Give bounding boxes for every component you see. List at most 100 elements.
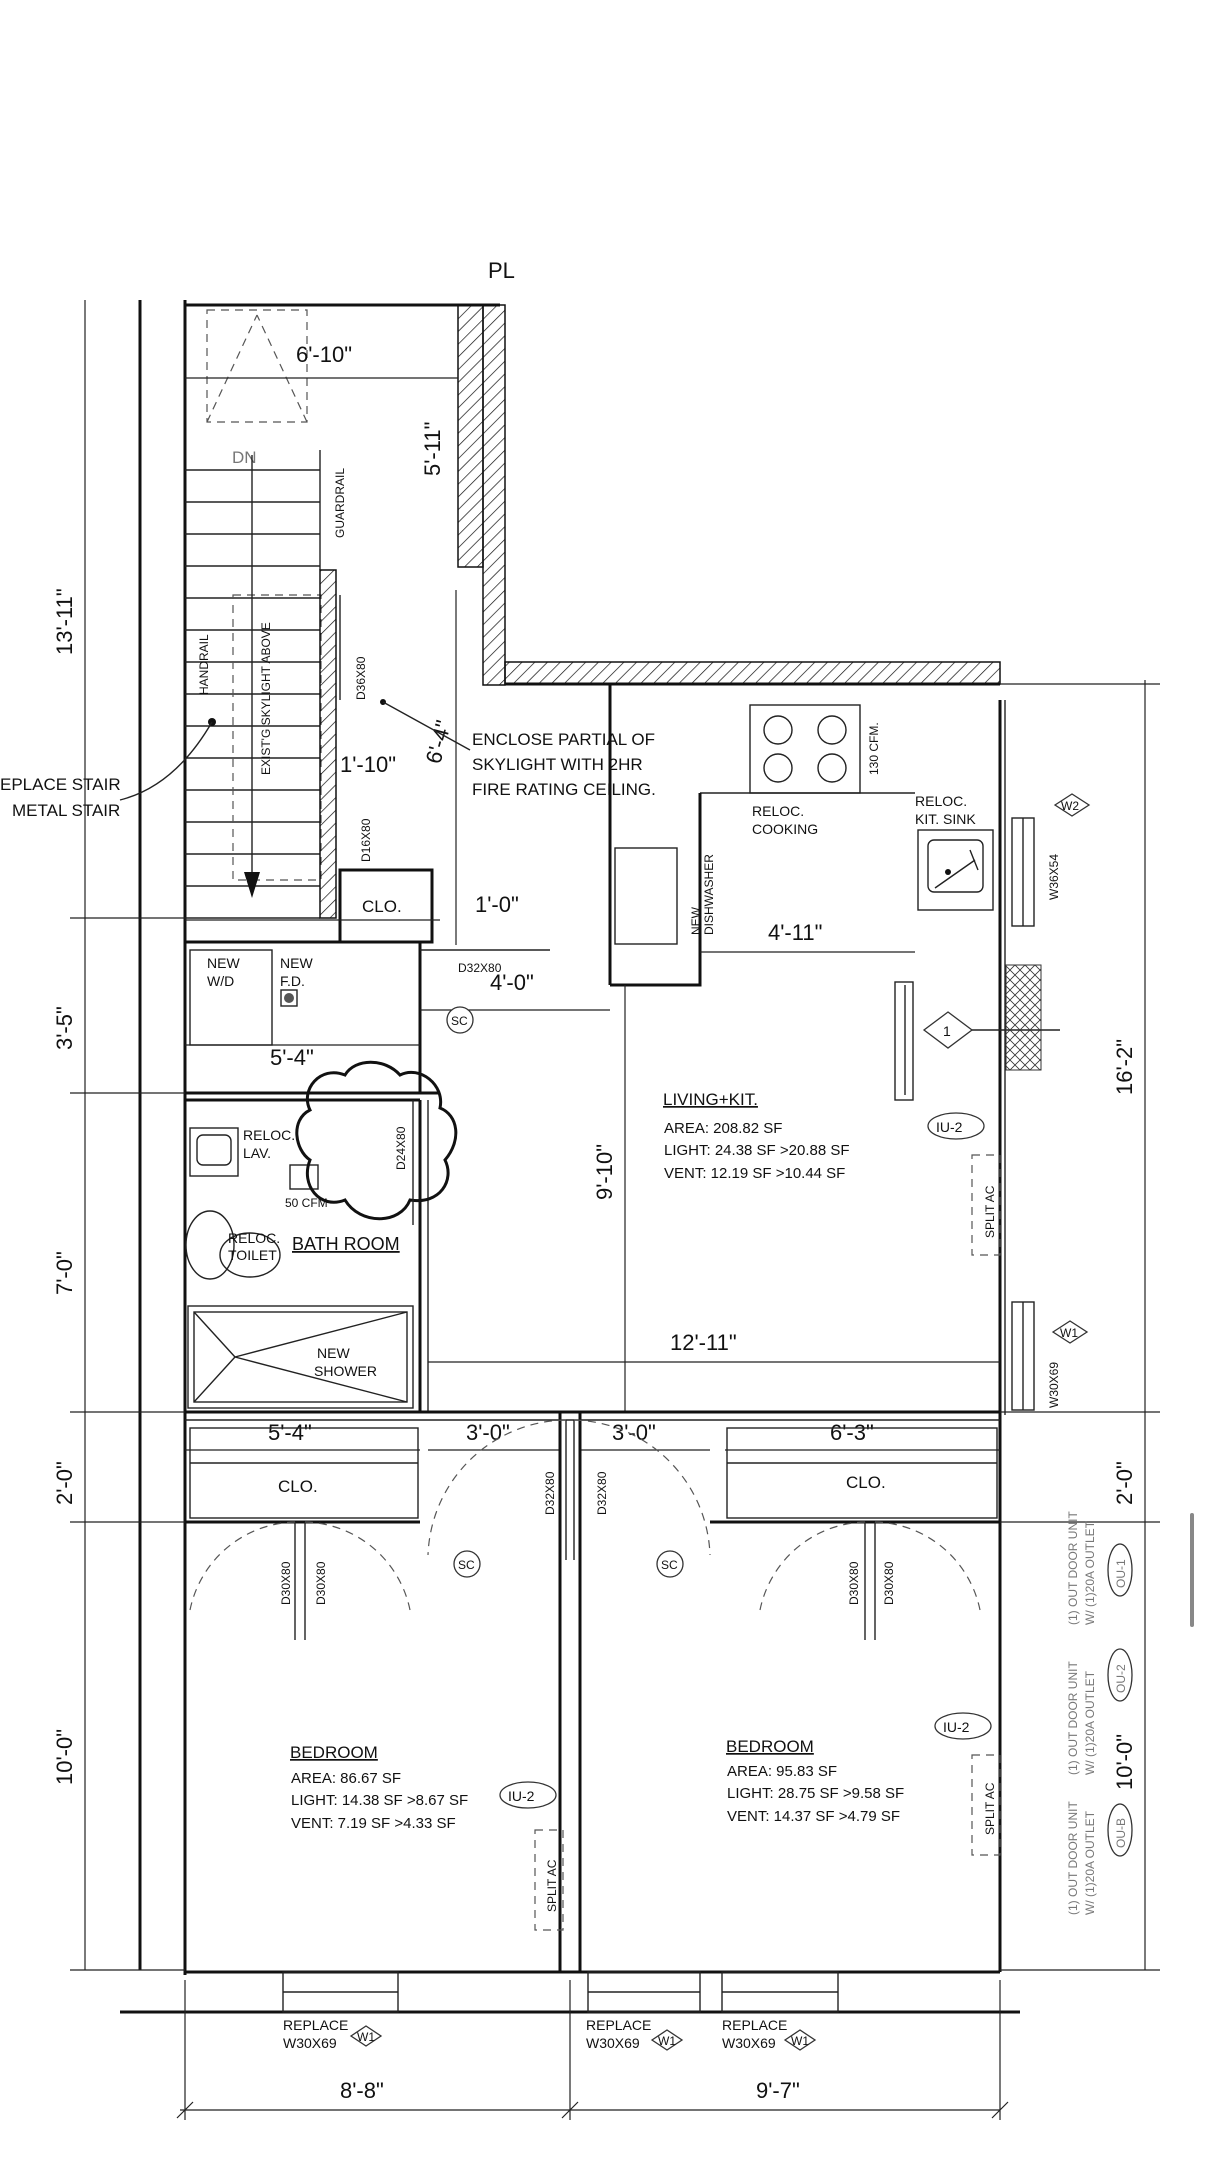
living-room-vent: VENT: 12.19 SF >10.44 SF	[664, 1165, 845, 1182]
reloc-cooking-label-2: COOKING	[752, 821, 818, 837]
kitchen: 130 CFM. RELOC. COOKING NEW DISHWASHER 4…	[608, 684, 994, 1101]
bottom-dimensions: 8'-8" 9'-7"	[176, 1980, 1009, 2120]
w1-tag-right: W1	[1060, 1326, 1078, 1340]
revision-cloud	[295, 1060, 458, 1221]
dim-bottom-right: 9'-7"	[756, 2078, 800, 2103]
dim-stair-top-width: 6'-10"	[296, 342, 352, 367]
bath-room-label: BATH ROOM	[292, 1234, 400, 1254]
reloc-toilet-label-1: RELOC.	[228, 1230, 280, 1246]
reloc-lav-label-2: LAV.	[243, 1145, 271, 1161]
closet-row: 5'-4" 3'-0" 3'-0" 6'-3" CLO. CLO. D32X80…	[185, 1410, 1000, 1972]
laundry-area: CLO. 1'-0" NEW W/D NEW F.D. 5'-4" D32X80…	[185, 868, 610, 1095]
dim-clo-right: 6'-3"	[830, 1420, 874, 1445]
living-room-name: LIVING+KIT.	[663, 1090, 758, 1109]
living-room-area: AREA: 208.82 SF	[664, 1120, 782, 1137]
door-d30-b-label: D30X80	[314, 1561, 328, 1605]
dim-kitchen-island: 4'-11"	[768, 920, 822, 945]
door-d16-label: D16X80	[359, 818, 373, 862]
door-d36-label: D36X80	[354, 656, 368, 700]
outdoor-unit-1-line2: W/ (1)20A OUTLET	[1083, 1520, 1097, 1625]
dim-clo-left: 5'-4"	[268, 1420, 312, 1445]
clo-small-label: CLO.	[362, 897, 402, 916]
door-d32-right-label: D32X80	[595, 1471, 609, 1515]
window-w36x54-label: W36X54	[1047, 854, 1061, 900]
replace-stair-note-2: METAL STAIR	[12, 801, 120, 820]
bedroom-left-light: LIGHT: 14.38 SF >8.67 SF	[291, 1792, 468, 1809]
dim-corridor: 4'-0"	[490, 970, 534, 995]
outdoor-unit-1-line1: (1) OUT DOOR UNIT	[1066, 1511, 1080, 1625]
reloc-toilet-label-2: TOILET	[228, 1247, 277, 1263]
stair-area: 6'-10" 5'-11" DN GUARDRAIL HANDRAIL EXIS	[0, 309, 656, 945]
clo-right-label: CLO.	[846, 1473, 886, 1492]
outdoor-unit-3-line1: (1) OUT DOOR UNIT	[1066, 1801, 1080, 1915]
w1-tag-bottom-3: W1	[791, 2034, 809, 2048]
right-dimensions: 16'-2" 2'-0" 10'-0"	[1000, 680, 1160, 1971]
outdoor-units: (1) OUT DOOR UNIT W/ (1)20A OUTLET OU-1 …	[1066, 1511, 1133, 1915]
dim-clo-small: 1'-0"	[475, 892, 519, 917]
enclose-note-3: FIRE RATING CEILING.	[472, 780, 656, 799]
reloc-sink-label-2: KIT. SINK	[915, 811, 976, 827]
cfm130-label: 130 CFM.	[867, 722, 881, 775]
guardrail-label: GUARDRAIL	[333, 468, 347, 538]
dim-stair-top-height: 5'-11"	[420, 422, 445, 476]
reloc-cooking-label-1: RELOC.	[752, 803, 804, 819]
skylight-label: EXIST'G SKYLIGHT ABOVE	[259, 622, 273, 775]
outdoor-unit-3-line2: W/ (1)20A OUTLET	[1083, 1810, 1097, 1915]
reloc-sink-label-1: RELOC.	[915, 793, 967, 809]
sc-tag-top: SC	[451, 1014, 468, 1028]
left-dimensions: 13'-11" 3'-5" 7'-0" 2'-0" 10'-0"	[52, 300, 185, 1971]
diamond-tag-1: 1	[943, 1023, 951, 1039]
bedroom-left-area: AREA: 86.67 SF	[291, 1770, 401, 1787]
stair-dn-label: DN	[232, 448, 257, 467]
bedroom-right-light: LIGHT: 28.75 SF >9.58 SF	[727, 1785, 904, 1802]
top-title-fragment: PL	[488, 258, 515, 283]
dim-door-right: 3'-0"	[612, 1420, 656, 1445]
cfm50-label: 50 CFM	[285, 1196, 328, 1210]
bedroom-right-area: AREA: 95.83 SF	[727, 1763, 837, 1780]
dim-left-bath: 7'-0"	[52, 1251, 77, 1295]
door-d30-a-label: D30X80	[279, 1561, 293, 1605]
bedroom-left-vent: VENT: 7.19 SF >4.33 SF	[291, 1815, 456, 1832]
dim-skylight-width: 1'-10"	[340, 752, 396, 777]
dim-living-height: 9'-10"	[592, 1144, 617, 1200]
window-w30x69-right-label: W30X69	[1047, 1362, 1061, 1408]
oub-tag: OU-B	[1114, 1818, 1128, 1848]
bedroom-right-name: BEDROOM	[726, 1737, 814, 1756]
new-wd-label-2: W/D	[207, 973, 234, 989]
w1-tag-bottom-2: W1	[658, 2034, 676, 2048]
dim-right-closet: 2'-0"	[1112, 1461, 1137, 1505]
new-shower-label-1: NEW	[317, 1345, 350, 1361]
stair-arrow-icon	[244, 872, 260, 898]
split-ac-bedroom-left: SPLIT AC	[545, 1859, 559, 1912]
ou1-tag: OU-1	[1114, 1559, 1128, 1588]
sc-tag-right: SC	[661, 1558, 678, 1572]
living-room: 9'-10" LIVING+KIT. AREA: 208.82 SF LIGHT…	[428, 964, 1060, 1412]
new-dishwasher-label-2: DISHWASHER	[702, 854, 716, 935]
door-d30-d-label: D30X80	[882, 1561, 896, 1605]
replace-w30x69-label-1: W30X69	[283, 2035, 337, 2051]
ou2-tag: OU-2	[1114, 1664, 1128, 1693]
dim-skylight-height: 6'-4"	[421, 718, 456, 767]
iu2-tag-bedroom-right: IU-2	[943, 1719, 970, 1735]
dim-living-width: 12'-11"	[670, 1330, 737, 1355]
new-fd-label-2: F.D.	[280, 973, 305, 989]
w2-tag: W2	[1061, 799, 1079, 813]
split-ac-bedroom-right: SPLIT AC	[983, 1782, 997, 1835]
bottom-windows: REPLACE W30X69 W1 REPLACE W30X69 W1 REPL…	[282, 1971, 839, 2051]
sc-tag-left: SC	[458, 1558, 475, 1572]
iu2-tag-living: IU-2	[936, 1119, 963, 1135]
dim-left-upper: 13'-11"	[52, 588, 77, 655]
clo-left-label: CLO.	[278, 1477, 318, 1496]
reloc-lav-label-1: RELOC.	[243, 1127, 295, 1143]
door-d30-c-label: D30X80	[847, 1561, 861, 1605]
outdoor-unit-2-line1: (1) OUT DOOR UNIT	[1066, 1661, 1080, 1775]
dim-door-left: 3'-0"	[466, 1420, 510, 1445]
bedroom-right-vent: VENT: 14.37 SF >4.79 SF	[727, 1808, 900, 1825]
handrail-label: HANDRAIL	[197, 634, 211, 695]
dim-left-mid: 3'-5"	[52, 1006, 77, 1050]
enclose-note-1: ENCLOSE PARTIAL OF	[472, 730, 655, 749]
door-d32-top-label: D32X80	[458, 961, 502, 975]
bathroom: RELOC. LAV. 50 CFM D24X80 RELOC. TOILET …	[185, 1060, 458, 1412]
replace-label-3: REPLACE	[722, 2017, 787, 2033]
new-fd-label-1: NEW	[280, 955, 313, 971]
